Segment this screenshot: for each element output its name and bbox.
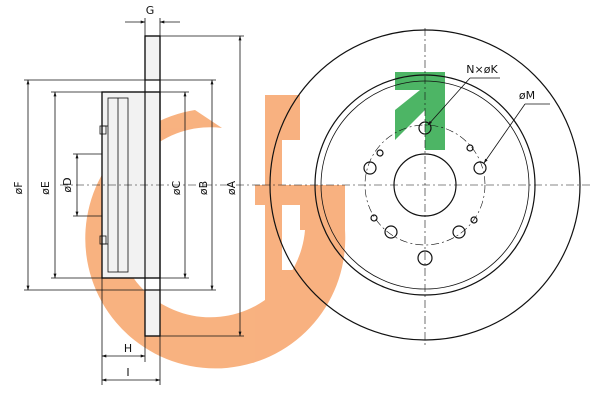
dim-h-label: H: [124, 342, 132, 355]
bolt-hole-lower-left: [384, 225, 398, 239]
dim-c-label: øC: [170, 180, 183, 195]
small-hole-4: [466, 144, 474, 152]
bolt-hole-top: [418, 121, 432, 135]
bolt-hole-lower-right: [452, 225, 466, 239]
dim-f-label: øF: [12, 181, 25, 194]
logo-green-arrow: [395, 72, 445, 150]
dim-i-label: I: [126, 366, 129, 379]
dim-a-label: øA: [225, 180, 238, 195]
bolt-hole-left: [363, 161, 377, 175]
dim-b-label: øB: [197, 181, 210, 195]
front-view: N×øK øM: [262, 28, 590, 345]
small-hole-1: [376, 149, 384, 157]
bolt-hole-right: [473, 161, 487, 175]
locating-hole: [417, 250, 433, 266]
dim-nk-label: N×øK: [466, 63, 498, 76]
bolt-circle: [364, 124, 486, 246]
logo-orange-bar: [255, 185, 345, 230]
small-hole-3: [370, 214, 378, 222]
dim-e-label: øE: [39, 181, 52, 195]
dim-d-label: øD: [61, 177, 74, 192]
side-section-view: G øF øE øD øC øB øA H: [12, 4, 260, 385]
dim-g-label: G: [146, 4, 155, 17]
small-hole-2: [470, 216, 478, 224]
dim-m-label: øM: [519, 89, 535, 102]
